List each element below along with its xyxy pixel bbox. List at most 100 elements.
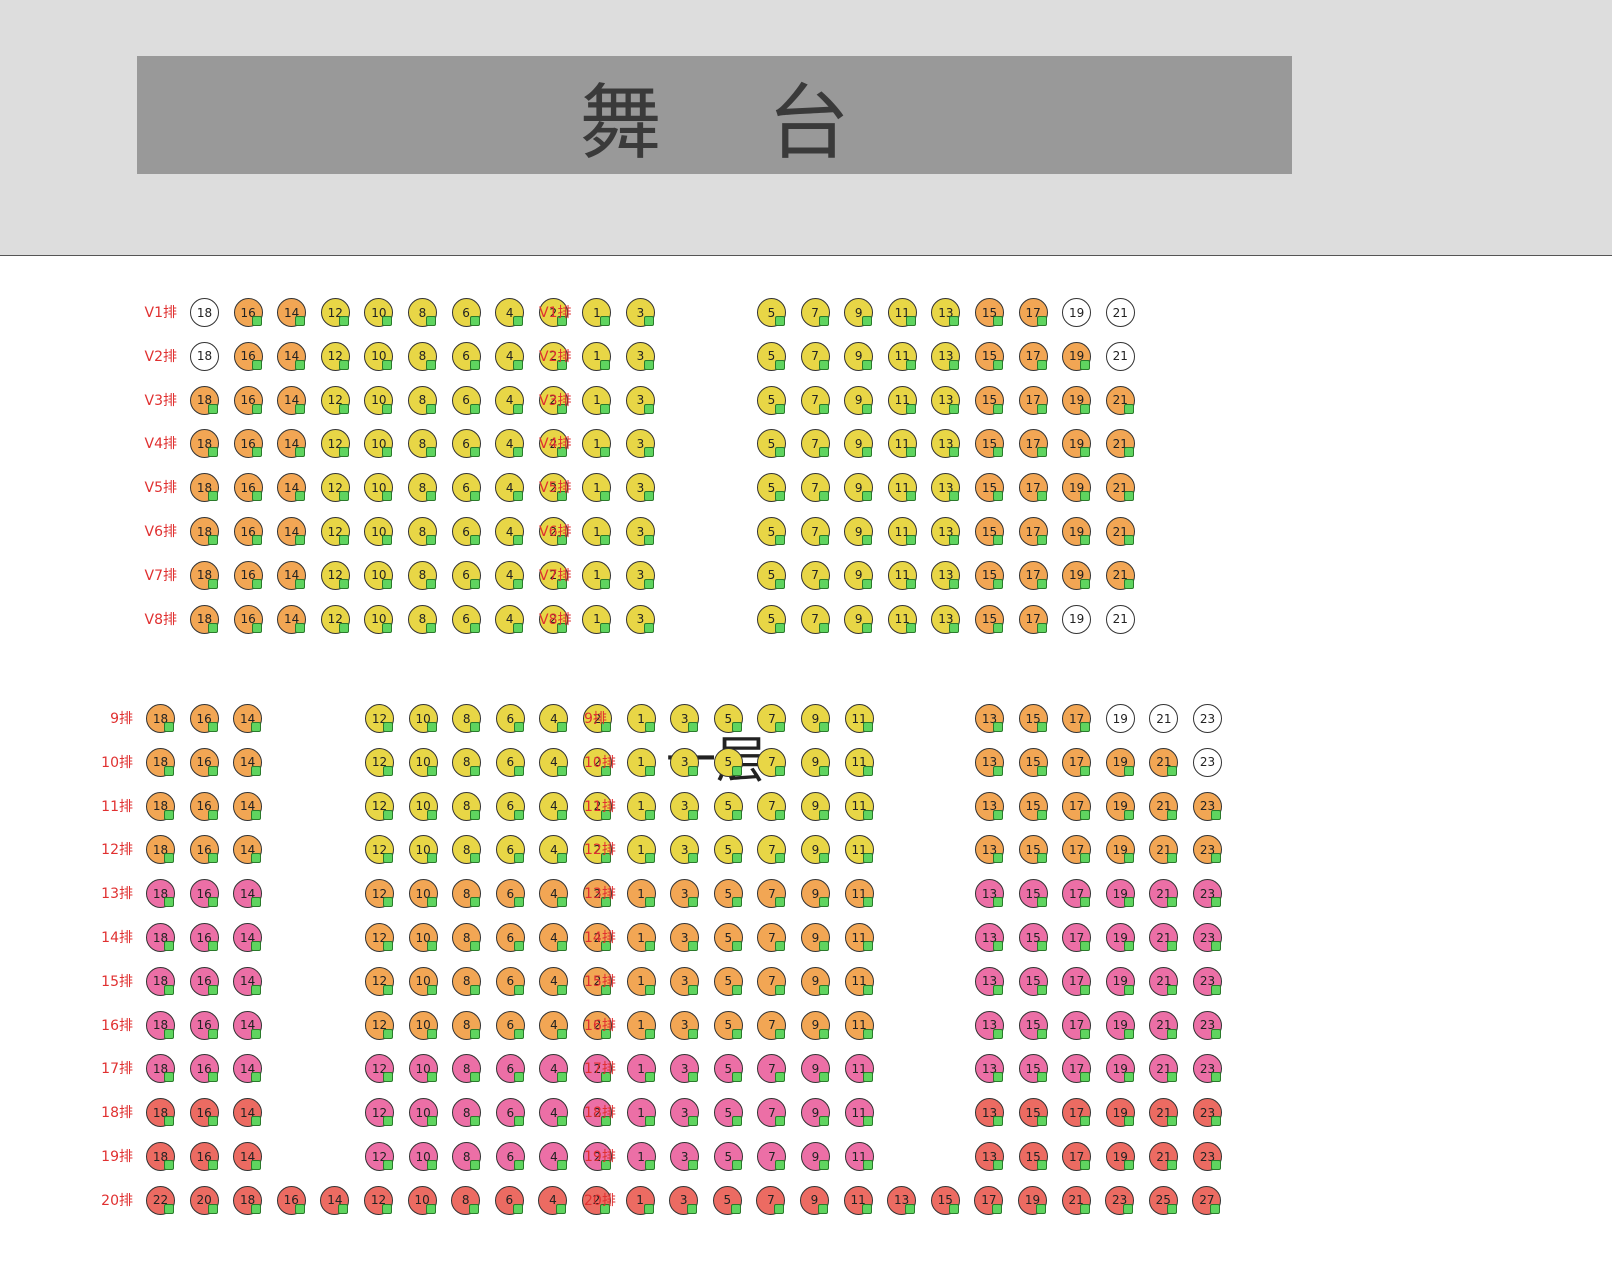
seat[interactable]: 9 <box>844 517 874 546</box>
seat[interactable]: 3 <box>626 298 655 327</box>
seat[interactable]: 18 <box>146 747 175 777</box>
seat[interactable]: 17 <box>1062 835 1092 865</box>
seat[interactable]: 13 <box>931 429 961 459</box>
seat[interactable]: 5 <box>757 560 786 590</box>
seat[interactable]: 8 <box>452 747 482 777</box>
seat[interactable]: 7 <box>757 1142 787 1171</box>
seat[interactable]: 2 <box>583 704 612 733</box>
seat[interactable]: 8 <box>452 1098 482 1128</box>
seat[interactable]: 3 <box>670 747 700 777</box>
seat[interactable]: 14 <box>233 747 263 777</box>
seat[interactable]: 6 <box>451 341 481 371</box>
seat[interactable]: 2 <box>538 429 568 459</box>
seat[interactable]: 13 <box>931 604 961 634</box>
seat[interactable]: 7 <box>756 1185 786 1215</box>
seat[interactable]: 17 <box>974 1185 1004 1215</box>
seat[interactable]: 10 <box>364 560 394 590</box>
seat[interactable]: 19 <box>1062 473 1092 503</box>
seat[interactable]: 15 <box>975 385 1004 415</box>
seat[interactable]: 23 <box>1193 923 1222 952</box>
seat[interactable]: 13 <box>975 747 1004 777</box>
seat[interactable]: 11 <box>844 835 874 865</box>
seat[interactable]: 19 <box>1062 560 1092 590</box>
seat[interactable]: 2 <box>583 1098 612 1128</box>
seat[interactable]: 4 <box>539 1098 569 1128</box>
seat[interactable]: 21 <box>1105 298 1135 327</box>
seat[interactable]: 8 <box>452 923 482 952</box>
seat[interactable]: 1 <box>626 879 656 909</box>
seat[interactable]: 10 <box>364 604 394 634</box>
seat[interactable]: 5 <box>712 1185 742 1215</box>
seat[interactable]: 21 <box>1149 1098 1179 1128</box>
seat[interactable]: 2 <box>583 835 612 865</box>
seat[interactable]: 2 <box>538 604 568 634</box>
seat[interactable]: 1 <box>626 1054 656 1084</box>
seat[interactable]: 27 <box>1192 1185 1222 1215</box>
seat[interactable]: 8 <box>452 791 482 821</box>
seat[interactable]: 4 <box>538 1185 568 1215</box>
seat[interactable]: 2 <box>583 879 612 909</box>
seat[interactable]: 23 <box>1193 747 1222 777</box>
seat[interactable]: 11 <box>844 1054 874 1084</box>
seat[interactable]: 13 <box>975 1142 1004 1171</box>
seat[interactable]: 10 <box>364 385 394 415</box>
seat[interactable]: 2 <box>538 517 568 546</box>
seat[interactable]: 3 <box>626 517 655 546</box>
seat[interactable]: 2 <box>583 966 612 996</box>
seat[interactable]: 18 <box>190 385 219 415</box>
seat[interactable]: 10 <box>408 704 438 733</box>
seat[interactable]: 18 <box>190 341 219 371</box>
seat[interactable]: 7 <box>800 604 830 634</box>
seat[interactable]: 3 <box>626 341 655 371</box>
seat[interactable]: 21 <box>1061 1185 1091 1215</box>
seat[interactable]: 19 <box>1062 429 1092 459</box>
seat[interactable]: 5 <box>757 298 786 327</box>
seat[interactable]: 3 <box>670 923 700 952</box>
seat[interactable]: 1 <box>582 560 612 590</box>
seat[interactable]: 8 <box>408 341 437 371</box>
seat[interactable]: 17 <box>1062 1054 1092 1084</box>
seat[interactable]: 14 <box>277 341 307 371</box>
seat[interactable]: 7 <box>800 298 830 327</box>
seat[interactable]: 17 <box>1018 298 1048 327</box>
seat[interactable]: 23 <box>1193 1098 1222 1128</box>
seat[interactable]: 16 <box>233 429 263 459</box>
seat[interactable]: 8 <box>452 1142 482 1171</box>
seat[interactable]: 6 <box>495 835 525 865</box>
seat[interactable]: 11 <box>887 429 917 459</box>
seat[interactable]: 12 <box>365 704 394 733</box>
seat[interactable]: 5 <box>713 704 743 733</box>
seat[interactable]: 19 <box>1105 923 1135 952</box>
seat[interactable]: 12 <box>320 298 350 327</box>
seat[interactable]: 3 <box>626 429 655 459</box>
seat[interactable]: 16 <box>189 1010 219 1040</box>
seat[interactable]: 13 <box>975 835 1004 865</box>
seat[interactable]: 2 <box>583 1054 612 1084</box>
seat[interactable]: 15 <box>975 341 1004 371</box>
seat[interactable]: 16 <box>233 341 263 371</box>
seat[interactable]: 19 <box>1105 879 1135 909</box>
seat[interactable]: 7 <box>757 1054 787 1084</box>
seat[interactable]: 14 <box>233 791 263 821</box>
seat[interactable]: 15 <box>1018 704 1048 733</box>
seat[interactable]: 21 <box>1149 879 1179 909</box>
seat[interactable]: 3 <box>626 385 655 415</box>
seat[interactable]: 22 <box>146 1185 175 1215</box>
seat[interactable]: 2 <box>538 341 568 371</box>
seat[interactable]: 6 <box>495 1054 525 1084</box>
seat[interactable]: 15 <box>1018 966 1048 996</box>
seat[interactable]: 16 <box>189 1054 219 1084</box>
seat[interactable]: 3 <box>669 1185 699 1215</box>
seat[interactable]: 4 <box>539 879 569 909</box>
seat[interactable]: 16 <box>189 879 219 909</box>
seat[interactable]: 3 <box>626 473 655 503</box>
seat[interactable]: 7 <box>757 747 787 777</box>
seat[interactable]: 9 <box>801 879 830 909</box>
seat[interactable]: 13 <box>887 1185 917 1215</box>
seat[interactable]: 6 <box>451 604 481 634</box>
seat[interactable]: 17 <box>1018 517 1048 546</box>
seat[interactable]: 7 <box>800 385 830 415</box>
seat[interactable]: 2 <box>583 1010 612 1040</box>
seat[interactable]: 18 <box>146 791 175 821</box>
seat[interactable]: 14 <box>233 1054 263 1084</box>
